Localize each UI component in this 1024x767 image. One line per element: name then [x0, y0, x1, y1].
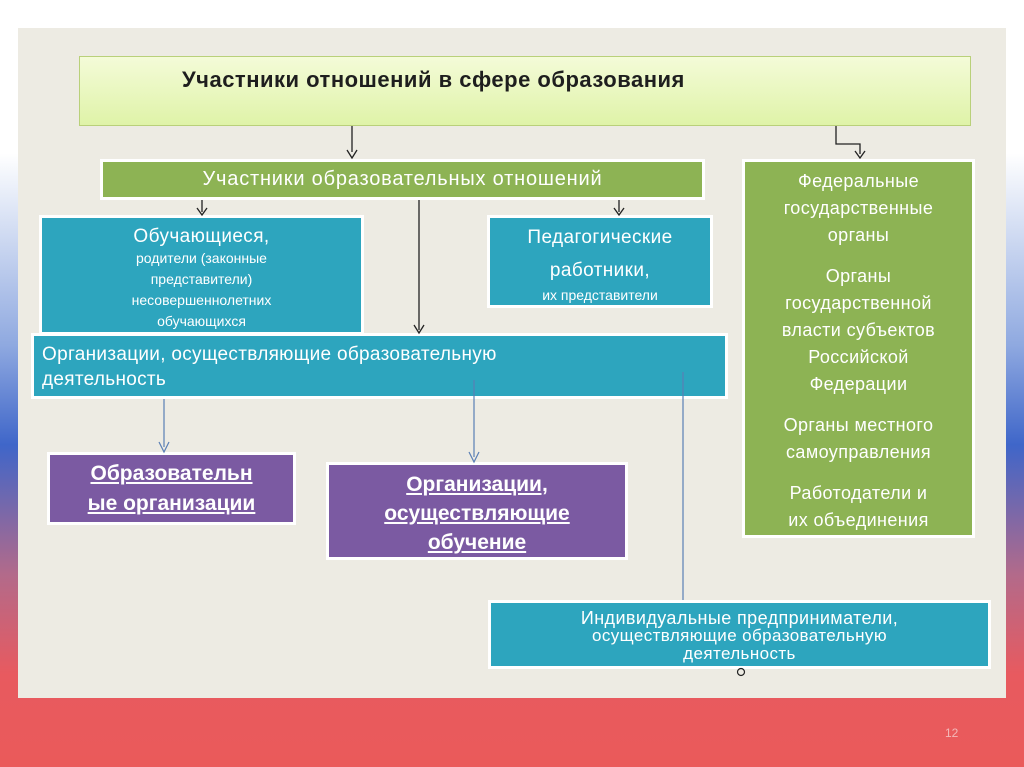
participants-header-label: Участники образовательных отношений — [202, 168, 603, 190]
training-organizations-box: Организации, осуществляющие обучение — [326, 462, 628, 560]
authority-line: органы — [827, 225, 890, 245]
orgs-educational-activity-box: Организации, осуществляющие образователь… — [31, 333, 728, 399]
edu-orgs-line: ые организации — [87, 492, 256, 515]
arrow-participants-to-teachers — [613, 200, 625, 217]
arrow-participants-to-learners — [196, 200, 208, 217]
authority-line: их объединения — [788, 510, 929, 530]
teachers-main-line: работники, — [549, 260, 651, 281]
authority-line: Органы — [825, 266, 892, 286]
entrepreneurs-box: Индивидуальные предприниматели, осуществ… — [488, 600, 991, 669]
authority-line: государственной — [785, 293, 932, 313]
train-orgs-line: Организации, — [406, 473, 548, 496]
edu-orgs-line: Образовательн — [90, 462, 253, 485]
learners-sub-line: несовершеннолетних — [131, 292, 272, 308]
diagram-title: Участники отношений в сфере образования — [182, 67, 685, 92]
authority-line: государственные — [783, 198, 934, 218]
authority-line: Федерации — [809, 374, 908, 394]
train-orgs-line: осуществляющие — [384, 502, 570, 525]
small-marker — [736, 667, 746, 677]
arrow-orgs-to-training-orgs — [468, 380, 480, 464]
learners-main-label: Обучающиеся, — [133, 226, 270, 247]
authority-line: Федеральные — [797, 171, 919, 191]
authority-local: Органы местного самоуправления — [745, 412, 972, 466]
authorities-box: Федеральные государственные органы Орган… — [742, 159, 975, 538]
diagram-title-box: Участники отношений в сфере образования — [79, 56, 971, 126]
orgs-line: Организации, осуществляющие образователь… — [42, 344, 497, 365]
arrow-participants-to-orgs — [413, 200, 425, 335]
page-number: 12 — [945, 726, 959, 740]
entrepreneurs-line: осуществляющие образовательную — [592, 626, 887, 645]
teachers-box: Педагогические работники, их представите… — [487, 215, 713, 308]
orgs-line: деятельность — [42, 369, 167, 390]
train-orgs-line: обучение — [427, 531, 527, 554]
authority-federal: Федеральные государственные органы — [745, 168, 972, 249]
arrow-title-to-participants — [346, 126, 358, 160]
authority-employers: Работодатели и их объединения — [745, 480, 972, 534]
educational-organizations-box: Образовательн ые организации — [47, 452, 296, 525]
learners-sub-line: обучающихся — [157, 313, 246, 329]
authority-line: самоуправления — [786, 442, 931, 462]
arrow-orgs-to-edu-orgs — [158, 399, 170, 454]
entrepreneurs-line: деятельность — [683, 644, 796, 663]
learners-sub-line: родители (законные — [136, 250, 267, 266]
authority-line: Российской — [808, 347, 909, 367]
authority-line: Работодатели и — [789, 483, 928, 503]
participants-header-box: Участники образовательных отношений — [100, 159, 705, 200]
learners-sub-line: представители) — [150, 271, 253, 287]
teachers-sub-label: их представители — [542, 287, 658, 303]
arrow-title-to-authorities — [835, 126, 866, 160]
authority-line: власти субъектов — [781, 320, 936, 340]
authority-line: Органы местного — [783, 415, 934, 435]
teachers-main-line: Педагогические — [527, 227, 673, 248]
authority-regional: Органы государственной власти субъектов … — [745, 263, 972, 398]
entrepreneurs-line: Индивидуальные предприниматели, — [580, 608, 899, 628]
